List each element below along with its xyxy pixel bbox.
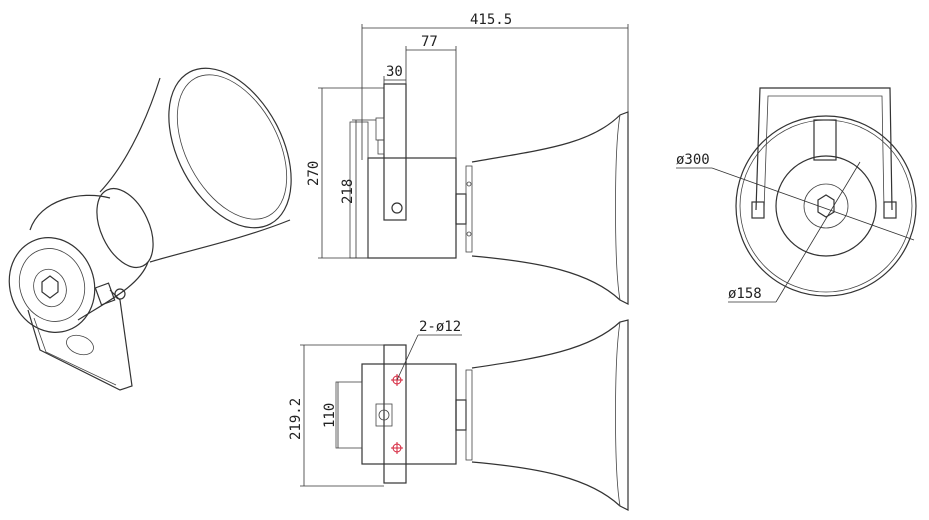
- dim-overall-length: 415.5: [470, 12, 512, 28]
- front-view: [676, 87, 917, 303]
- dim-mount-hole: 2-ø12: [419, 319, 461, 335]
- dim-overall-height: 270: [306, 161, 322, 186]
- dim-bracket-total-height: 219.2: [288, 398, 304, 440]
- dim-bracket-width: 77: [421, 34, 438, 50]
- side-view: [318, 24, 629, 305]
- dim-mount-hole-spacing: 110: [322, 403, 338, 428]
- dim-horn-diameter: ø300: [676, 152, 710, 168]
- isometric-view: [8, 67, 292, 391]
- dim-bracket-thickness: 30: [386, 64, 403, 80]
- dim-body-height: 218: [340, 179, 356, 204]
- top-view: [300, 319, 629, 511]
- dim-body-diameter: ø158: [728, 286, 762, 302]
